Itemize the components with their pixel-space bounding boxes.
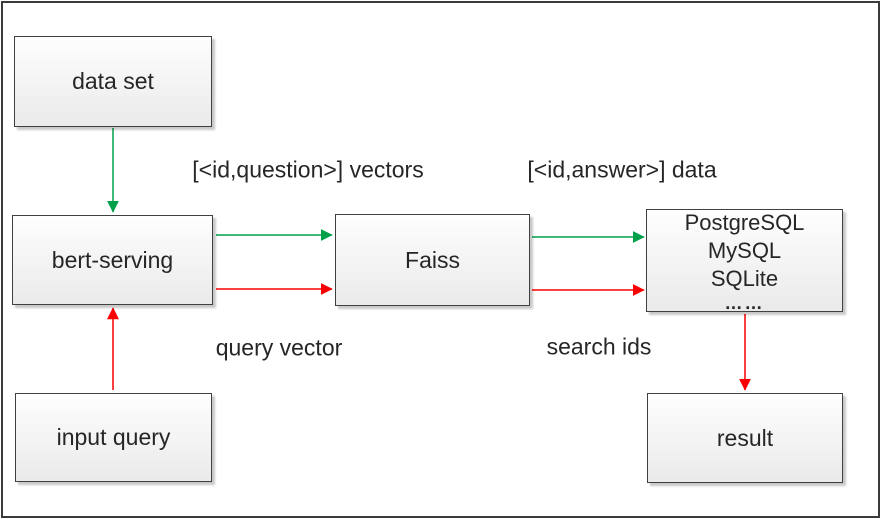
edge-label-search-ids: search ids: [546, 333, 652, 360]
node-faiss: Faiss: [335, 214, 530, 306]
db-line-postgresql: PostgreSQL: [684, 209, 805, 235]
edge-label-id-answer-data: [<id,answer>] data: [527, 156, 717, 183]
db-line-sqlite: SQLite: [710, 265, 779, 291]
edge-label-id-question-vectors: [<id,question>] vectors: [192, 156, 424, 183]
node-faiss-label: Faiss: [405, 246, 460, 273]
db-line-ellipsis: ……: [724, 292, 765, 313]
node-result: result: [647, 393, 843, 483]
node-input-query-label: input query: [56, 424, 171, 450]
node-result-label: result: [716, 424, 774, 451]
db-line-mysql: MySQL: [707, 237, 782, 263]
edge-label-query-vector: query vector: [215, 334, 343, 361]
node-input-query: input query: [15, 393, 212, 482]
node-bert-serving-label: bert-serving: [51, 246, 174, 273]
node-data-set: data set: [14, 36, 212, 127]
node-bert-serving: bert-serving: [12, 215, 213, 305]
node-data-set-label: data set: [72, 68, 154, 94]
node-databases: PostgreSQL MySQL SQLite ……: [646, 209, 843, 313]
